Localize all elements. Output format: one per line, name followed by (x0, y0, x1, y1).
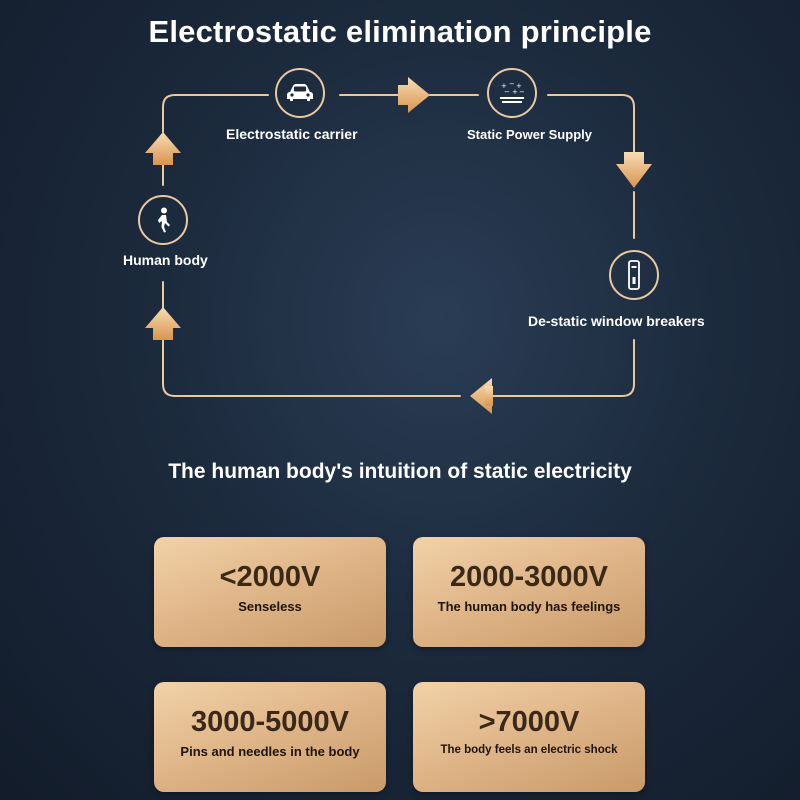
svg-text:−: − (504, 88, 510, 96)
svg-text:+: + (516, 82, 522, 90)
level-description: The human body has feelings (437, 599, 621, 614)
carrier-label: Electrostatic carrier (226, 126, 358, 142)
section-subtitle: The human body's intuition of static ele… (168, 460, 632, 483)
svg-text:+: + (501, 82, 507, 90)
walking-person-icon (158, 207, 170, 233)
car-icon (287, 84, 313, 101)
window-breaker-label: De-static window breakers (528, 313, 705, 329)
level-description: Pins and needles in the body (180, 744, 360, 759)
power-supply-node: + − + − + − (487, 68, 537, 118)
arrow-left-tail (485, 386, 493, 406)
level-description: The body feels an electric shock (440, 744, 618, 756)
power-supply-label: Static Power Supply (467, 127, 592, 142)
loop-lines (162, 94, 635, 397)
svg-text:−: − (509, 80, 515, 88)
window-breaker-node (609, 250, 659, 300)
static-charge-icon: + − + − + − (500, 80, 525, 103)
line-top-right (547, 94, 635, 153)
line-bottom (162, 339, 461, 397)
arrow-up-icon (145, 132, 181, 165)
carrier-node (275, 68, 325, 118)
level-card: <2000V Senseless (154, 537, 386, 647)
human-body-node (138, 195, 188, 245)
level-description: Senseless (238, 599, 302, 614)
level-voltage: 2000-3000V (449, 561, 609, 593)
level-card: >7000V The body feels an electric shock (413, 682, 645, 792)
level-voltage: <2000V (219, 561, 321, 593)
svg-text:−: − (519, 88, 525, 96)
level-voltage: >7000V (478, 706, 580, 738)
level-card: 3000-5000V Pins and needles in the body (154, 682, 386, 792)
arrow-right-icon (398, 77, 430, 113)
line-top-left (162, 94, 269, 133)
arrow-up-icon (145, 307, 181, 340)
line-right-lower (491, 339, 635, 397)
window-breaker-icon (628, 260, 640, 290)
page-title: Electrostatic elimination principle (148, 14, 652, 49)
arrow-down-icon (616, 152, 652, 188)
human-body-label: Human body (123, 252, 208, 268)
level-voltage: 3000-5000V (190, 706, 350, 738)
level-card: 2000-3000V The human body has feelings (413, 537, 645, 647)
svg-text:+: + (512, 88, 518, 96)
